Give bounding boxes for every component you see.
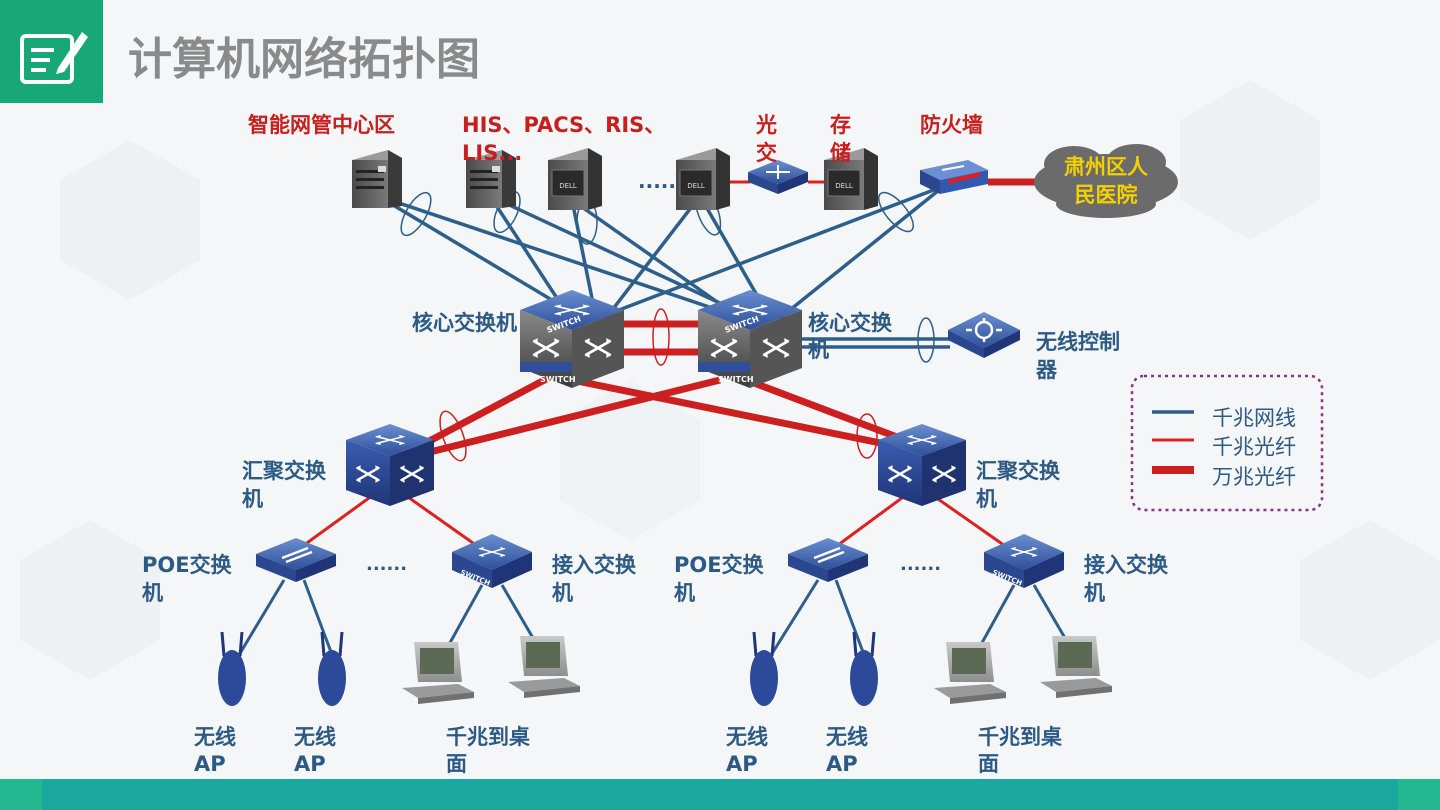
label-wlc-1: 无线控制 <box>1036 330 1120 354</box>
label-desktop-left-1: 千兆到桌 <box>446 725 531 749</box>
page-title: 计算机网络拓扑图 <box>128 34 480 85</box>
label-access-right-1: 接入交换 <box>1084 553 1169 577</box>
wireless-controller-icon <box>948 312 1020 358</box>
legend-label-1: 千兆光纤 <box>1212 435 1296 459</box>
aggregation-switch-left <box>346 424 434 506</box>
label-ap3-2: AP <box>726 752 758 776</box>
label-poe-left-2: 机 <box>142 581 163 605</box>
label-core-left: 核心交换机 <box>412 311 517 335</box>
label-cloud-1: 肃州区人 <box>1064 155 1148 179</box>
storage-server: DELL <box>824 148 878 210</box>
access-ellipsis-left: ...... <box>366 554 407 575</box>
hospital-cloud <box>1034 144 1178 218</box>
server-ellipsis: ...... <box>638 169 684 193</box>
label-access-left-2: 机 <box>552 581 573 605</box>
label-ap2-2: AP <box>294 752 326 776</box>
label-agg-left-2: 机 <box>242 487 263 511</box>
desktop-pc-icon <box>1040 636 1112 698</box>
edit-note-icon <box>20 32 88 84</box>
desktop-pc-icon <box>402 642 474 704</box>
svg-text:DELL: DELL <box>687 182 705 190</box>
label-optical-2: 交 <box>756 141 777 165</box>
legend-label-0: 千兆网线 <box>1212 406 1296 430</box>
label-ap4-2: AP <box>826 752 858 776</box>
10g-fiber-lines <box>418 178 1036 456</box>
label-core-right-1: 核心交换 <box>808 311 893 335</box>
legend: 千兆网线 千兆光纤 万兆光纤 <box>1130 374 1324 512</box>
wireless-ap-icon <box>750 631 778 706</box>
legend-label-2: 万兆光纤 <box>1212 465 1296 489</box>
wireless-ap-icon <box>850 631 878 706</box>
footer-accent-right <box>1398 779 1440 810</box>
svg-text:SWITCH: SWITCH <box>718 375 754 384</box>
desktop-pc-icon <box>508 636 580 698</box>
label-agg-left-1: 汇聚交换 <box>242 459 327 483</box>
label-agg-right-2: 机 <box>976 487 997 511</box>
background-pattern <box>20 80 1440 680</box>
access-switch-right: SWITCH <box>984 534 1064 588</box>
svg-text:DELL: DELL <box>835 182 853 190</box>
label-cloud-2: 民医院 <box>1075 183 1138 207</box>
firewall-icon <box>920 160 988 194</box>
label-his-line2: LIS... <box>462 141 522 165</box>
label-poe-right-1: POE交换 <box>674 553 765 577</box>
core-switch-left: SWITCH SWITCH <box>520 290 624 388</box>
desktop-pc-icon <box>934 642 1006 704</box>
dell-server-1: DELL <box>548 148 602 210</box>
access-cable-lines <box>234 579 1074 661</box>
optical-switch-icon <box>748 160 808 194</box>
label-smart-mgmt: 智能网管中心区 <box>248 113 395 137</box>
aggregation-switch-right <box>878 424 966 506</box>
access-ellipsis-right: ...... <box>900 554 941 575</box>
dell-server-2: DELL <box>676 148 730 210</box>
his-server <box>466 150 516 208</box>
label-ap1-1: 无线 <box>194 725 236 749</box>
label-desktop-left-2: 面 <box>446 752 467 776</box>
wireless-ap-icon <box>318 631 346 706</box>
label-ap1-2: AP <box>194 752 226 776</box>
label-access-right-2: 机 <box>1084 581 1105 605</box>
svg-text:DELL: DELL <box>559 182 577 190</box>
core-switch-right: SWITCH SWITCH <box>698 290 802 388</box>
footer-accent-left <box>0 779 42 810</box>
label-desktop-right-2: 面 <box>978 752 999 776</box>
label-agg-right-1: 汇聚交换 <box>976 459 1061 483</box>
label-his-line1: HIS、PACS、RIS、 <box>462 113 665 137</box>
poe-switch-left <box>256 538 336 582</box>
gigabit-fiber-lines <box>299 180 1009 550</box>
label-storage-1: 存 <box>830 113 851 137</box>
footer-bar <box>0 779 1440 810</box>
label-ap2-1: 无线 <box>294 725 336 749</box>
label-desktop-right-1: 千兆到桌 <box>978 725 1063 749</box>
label-access-left-1: 接入交换 <box>552 553 637 577</box>
wireless-ap-icon <box>218 631 246 706</box>
label-wlc-2: 器 <box>1035 358 1058 382</box>
label-poe-left-1: POE交换 <box>142 553 233 577</box>
svg-text:SWITCH: SWITCH <box>540 375 576 384</box>
label-ap4-1: 无线 <box>826 725 868 749</box>
label-firewall: 防火墙 <box>920 113 983 137</box>
label-ap3-1: 无线 <box>726 725 768 749</box>
label-poe-right-2: 机 <box>674 581 695 605</box>
label-storage-2: 储 <box>830 141 851 165</box>
label-core-right-2: 机 <box>808 338 829 362</box>
poe-switch-right <box>788 538 868 582</box>
access-switch-left: SWITCH <box>452 534 532 588</box>
management-server <box>352 150 402 208</box>
label-optical-1: 光 <box>755 113 777 137</box>
